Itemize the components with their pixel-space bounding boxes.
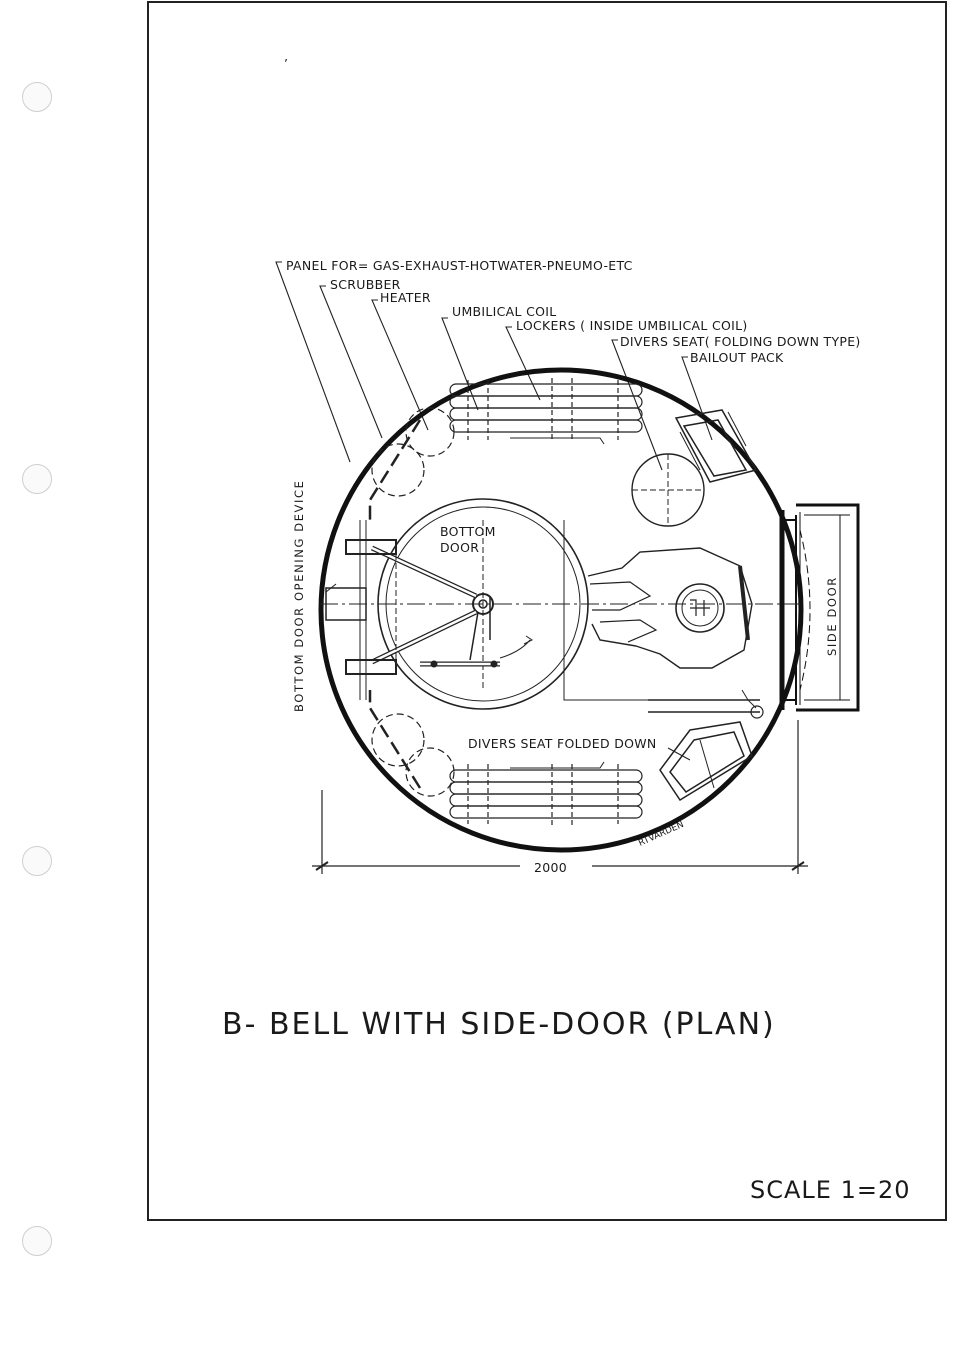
label-panel: PANEL FOR= GAS-EXHAUST-HOTWATER-PNEUMO-E… — [286, 258, 633, 273]
scrubber — [371, 443, 425, 767]
leader-lines — [275, 261, 713, 761]
scale-label: SCALE 1=20 — [750, 1176, 911, 1204]
label-lockers: LOCKERS ( INSIDE UMBILICAL COIL) — [516, 318, 748, 333]
label-dimension: 2000 — [534, 860, 567, 875]
label-heater: HEATER — [380, 290, 431, 305]
label-divers-seat: DIVERS SEAT( FOLDING DOWN TYPE) — [620, 334, 861, 349]
divers-seat — [674, 409, 758, 483]
lockers — [631, 453, 705, 527]
leader-scrubber — [319, 285, 383, 439]
divers-seat-folded — [648, 699, 760, 802]
label-bottom-door-line2: DOOR — [440, 540, 479, 555]
leader-lockers — [505, 326, 541, 401]
sheet-border — [147, 1, 947, 1221]
leader-seat-folded — [667, 747, 691, 761]
label-bailout-pack: BAILOUT PACK — [690, 350, 784, 365]
label-divers-seat-folded: DIVERS SEAT FOLDED DOWN — [468, 736, 657, 751]
punch-hole — [22, 1226, 52, 1256]
label-side-door: SIDE DOOR — [825, 576, 839, 656]
umbilical-coil — [449, 378, 643, 445]
panel — [368, 419, 422, 789]
label-bottom-door-device: BOTTOM DOOR OPENING DEVICE — [292, 479, 306, 712]
leader-seat — [611, 339, 663, 471]
punch-hole — [22, 846, 52, 876]
bottom-door — [370, 498, 589, 710]
stray-mark: ’ — [284, 56, 288, 71]
punch-hole — [22, 464, 52, 494]
label-scrubber: SCRUBBER — [330, 277, 401, 292]
diver-figure — [563, 520, 764, 719]
punch-hole — [22, 82, 52, 112]
heater — [405, 407, 455, 797]
label-umbilical-coil: UMBILICAL COIL — [452, 304, 556, 319]
drawing-title: B- BELL WITH SIDE-DOOR (PLAN) — [222, 1007, 776, 1042]
dimension-line — [312, 720, 808, 874]
leader-heater — [371, 299, 429, 431]
side-door-trunk — [779, 503, 860, 712]
umbilical-coil — [449, 761, 643, 826]
bottom-door-opening-device — [325, 520, 500, 700]
label-bottom-door-line1: BOTTOM — [440, 524, 496, 539]
leader-panel — [275, 261, 351, 463]
bell-shell — [318, 367, 804, 853]
leader-bailout — [681, 356, 713, 441]
leader-umbilical — [441, 317, 479, 411]
